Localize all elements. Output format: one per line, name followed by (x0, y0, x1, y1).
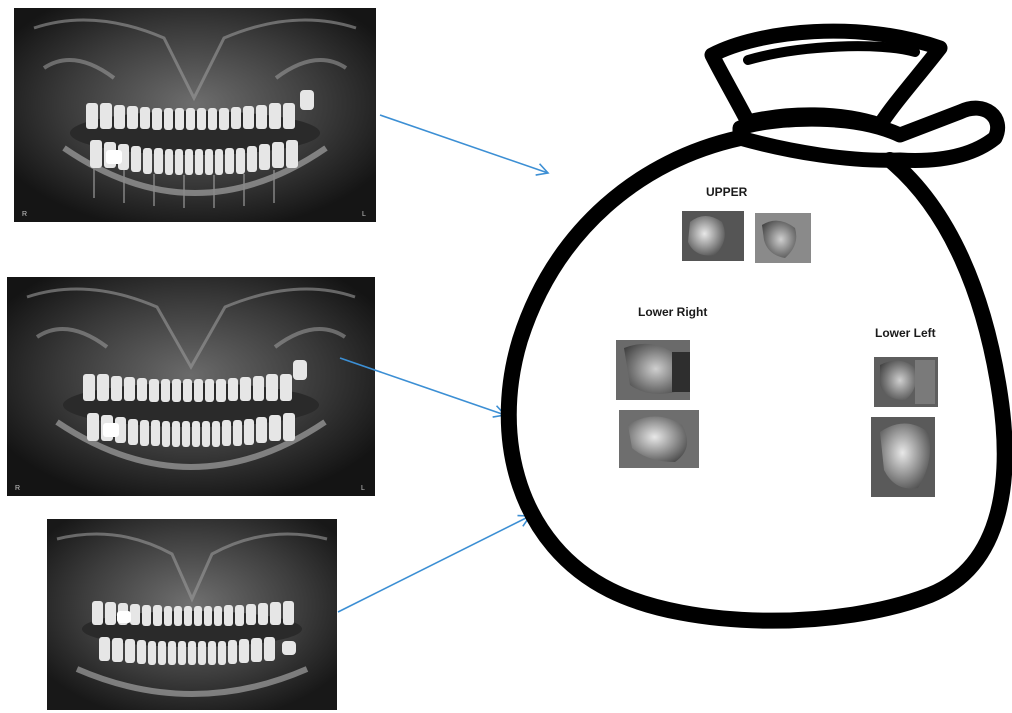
group-label-lower-left: Lower Left (875, 326, 936, 340)
patch-lower-right-2 (619, 410, 699, 468)
group-label-lower-right: Lower Right (638, 305, 707, 319)
patch-lower-right-1 (616, 340, 690, 400)
arrow-xray-1-to-bag (380, 115, 548, 173)
bag-top-opening (748, 46, 915, 60)
patch-upper-2 (755, 213, 811, 263)
patch-upper-1 (682, 211, 744, 261)
arrow-xray-3-to-bag (338, 516, 530, 612)
patch-lower-left-2 (871, 417, 935, 497)
patch-lower-left-1 (874, 357, 938, 407)
group-label-upper: UPPER (706, 185, 748, 199)
arrow-xray-2-to-bag (340, 358, 505, 415)
